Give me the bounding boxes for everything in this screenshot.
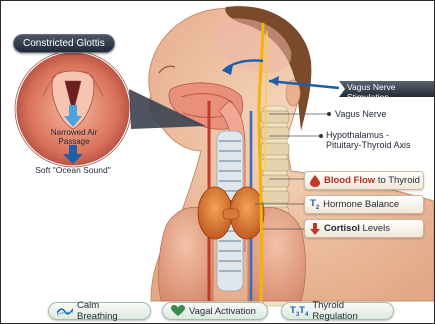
heart-lungs-icon [171,305,185,317]
t2-sub: 2 [316,205,319,211]
callout-hormone-balance: T2 Hormone Balance [304,195,424,214]
vagus-banner-label: Vagus Nerve Stimulation [347,83,434,103]
calm-breathing-pill: Calm Breathing [48,302,151,320]
sound-label: Soft "Ocean Sound" [21,166,125,176]
vagus-nerve-label: Vagus Nerve [335,109,386,119]
hpt-axis-label: Hypothalamus - Pituitary-Thyroid Axis [326,130,411,151]
badge-label: Constricted Glottis [23,38,105,49]
t3-t4-symbol: T3T4 [290,305,308,318]
air-passage-label: Narrowed Air Passage [36,128,112,146]
blood-flow-rest: to Thyroid [375,175,420,186]
t2-symbol: T2 [310,198,319,211]
callout-blood-flow: Blood Flow to Thyroid [304,171,424,190]
thyroid-label: Thyroid Regulation [312,300,385,322]
cortisol-rest: Levels [360,223,390,234]
blood-drop-icon [310,175,320,187]
vagal-activation-pill: Vagal Activation [162,302,268,320]
calm-label: Calm Breathing [77,300,142,322]
vagal-label: Vagal Activation [189,306,256,317]
callout-cortisol: Cortisol Levels [304,219,424,238]
blood-flow-bold: Blood Flow [324,175,375,186]
wave-icon [57,306,73,316]
thyroid-regulation-pill: T3T4 Thyroid Regulation [281,302,394,320]
down-arrow-icon [310,223,320,235]
t4-sub: 4 [305,311,308,317]
constricted-glottis-badge: Constricted Glottis [13,34,115,53]
cortisol-bold: Cortisol [324,223,360,234]
hormone-text: Hormone Balance [323,199,399,210]
